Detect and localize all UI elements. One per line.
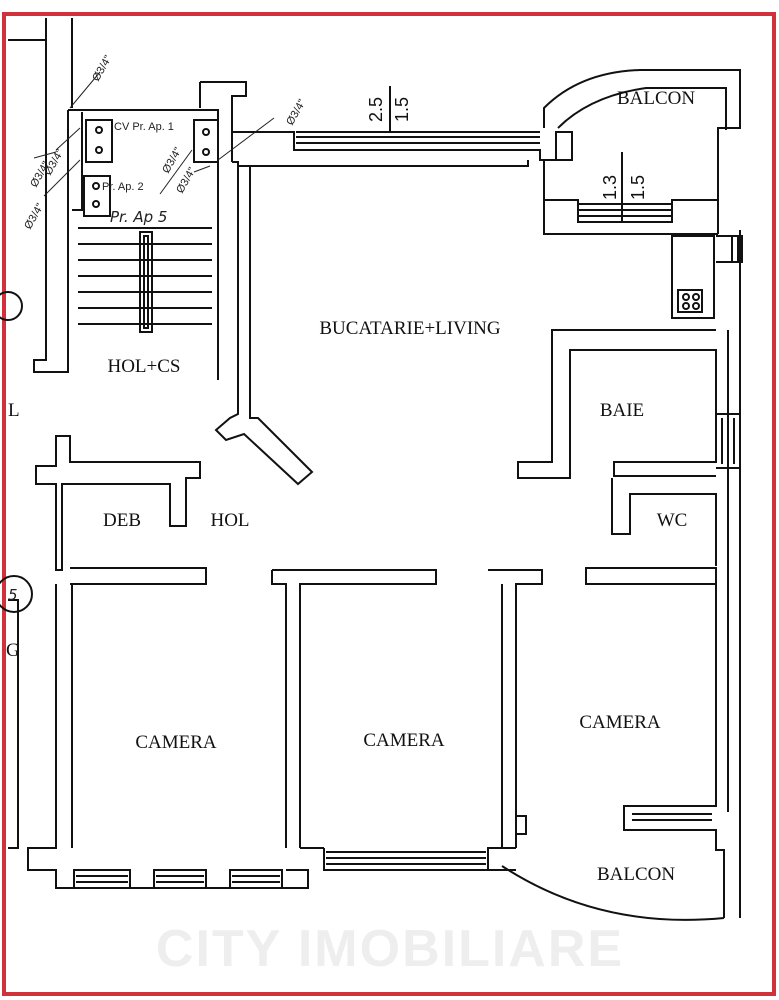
cv-box-3 xyxy=(83,175,111,217)
room-camera-right: CAMERA xyxy=(579,712,661,733)
red-border xyxy=(2,12,776,996)
balcony-top xyxy=(543,69,741,234)
room-balcon-top: BALCON xyxy=(617,88,695,109)
room-deb: DEB xyxy=(103,510,141,531)
camera-mid-bottom xyxy=(300,847,516,871)
camera-left-windows xyxy=(73,869,283,889)
left-shaft-wall xyxy=(8,18,73,373)
pipe-label-3: Ø3/4" xyxy=(22,201,46,231)
balcony-top-window xyxy=(578,203,672,217)
pipe-label-1: Ø3/4" xyxy=(90,53,114,83)
camera-mid-window xyxy=(326,851,486,865)
dim-balcon-a: 1.3 xyxy=(600,175,620,200)
cv-label-1: CV Pr. Ap. 1 xyxy=(114,121,174,133)
room-balcon-bottom: BALCON xyxy=(597,864,675,885)
room-bucatarie-living: BUCATARIE+LIVING xyxy=(319,318,501,339)
kitchen-unit xyxy=(671,235,715,319)
wc-walls xyxy=(611,478,717,566)
top-window xyxy=(296,131,540,144)
cv-label-2: Pr. Ap. 2 xyxy=(102,181,144,193)
deb-walls xyxy=(35,435,201,571)
hand-note: Pr. Ap 5 xyxy=(110,208,167,226)
dim-top-a: 2.5 xyxy=(366,97,386,122)
balcony-bottom-window xyxy=(632,813,712,821)
stairs xyxy=(78,227,212,333)
room-baie: BAIE xyxy=(600,400,644,421)
shaft-wall xyxy=(199,81,247,162)
pipe-label-4: Ø3/4" xyxy=(160,145,184,175)
edge-label-l: L xyxy=(8,400,20,421)
stair-enclosure xyxy=(68,109,219,380)
dim-balcon-b: 1.5 xyxy=(628,175,648,200)
watermark: CITY IMOBILIARE xyxy=(156,920,624,978)
right-outer-wall xyxy=(727,230,741,918)
edge-label-g: G xyxy=(6,640,20,661)
pipe-lines xyxy=(33,71,275,197)
room-hol-cs: HOL+CS xyxy=(107,356,180,377)
room-hol: HOL xyxy=(210,510,249,531)
walls xyxy=(0,18,743,921)
camera-left-walls xyxy=(27,584,309,889)
pipe-label-6: Ø3/4" xyxy=(284,97,308,127)
edge-label-5: 5 xyxy=(8,586,18,604)
camera-right-walls xyxy=(501,584,725,921)
room-wc: WC xyxy=(657,510,688,531)
cv-box-1 xyxy=(85,119,113,163)
dim-top-b: 1.5 xyxy=(392,97,412,122)
room-camera-left: CAMERA xyxy=(135,732,217,753)
living-left-wall xyxy=(214,166,314,486)
cv-box-2 xyxy=(193,119,219,163)
corridor-wall xyxy=(70,567,717,848)
baie-walls xyxy=(517,329,717,479)
room-camera-mid: CAMERA xyxy=(363,730,445,751)
